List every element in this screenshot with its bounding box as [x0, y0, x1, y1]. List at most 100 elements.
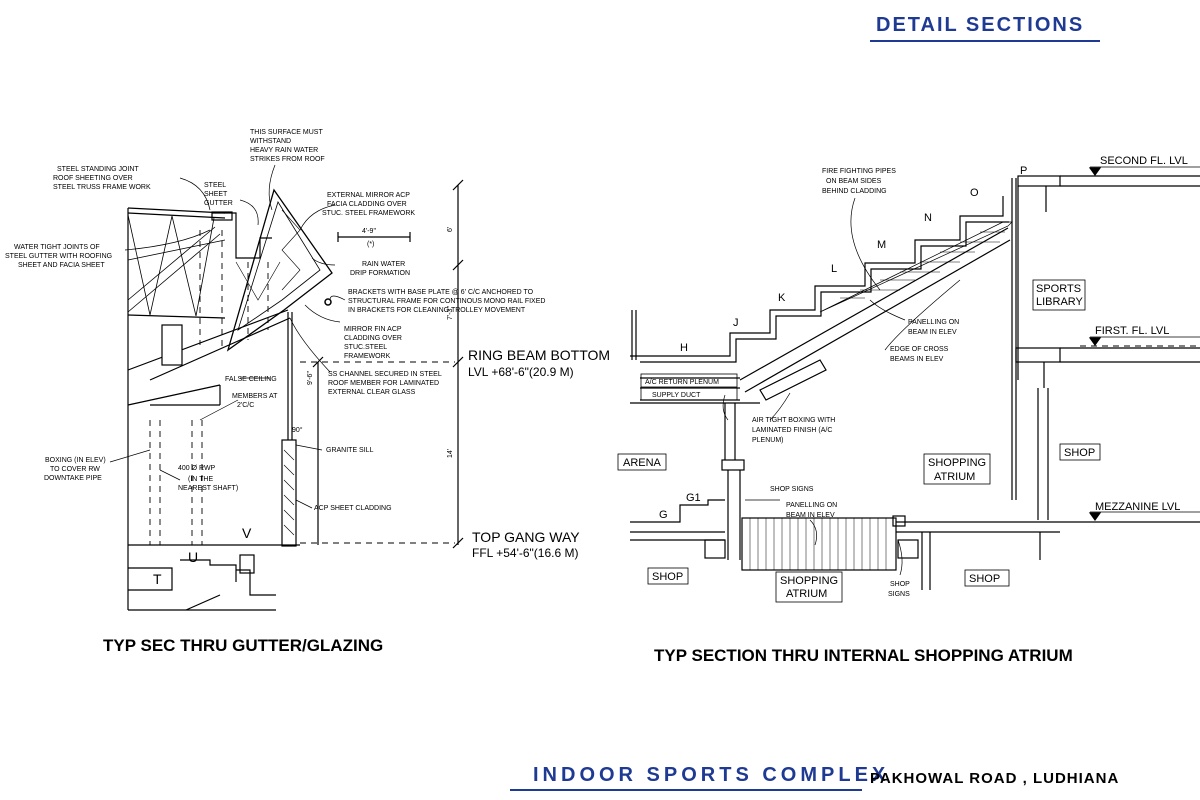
note-panelling: PANELLING ON [908, 319, 959, 326]
note-shop-signs-2: SHOP [890, 581, 910, 588]
svg-text:FRAMEWORK: FRAMEWORK [344, 353, 391, 360]
room-shopping-atrium: SHOPPING [928, 457, 986, 469]
row-label-n: N [924, 212, 932, 224]
svg-text:(*): (*) [367, 241, 374, 248]
note-joint: WATER TIGHT JOINTS OF [14, 244, 100, 251]
level-top-gangway: TOP GANG WAY [472, 529, 580, 545]
left-section-notes: THIS SURFACE MUST WITHSTAND HEAVY RAIN W… [5, 129, 610, 587]
right-section-caption: TYP SECTION THRU INTERNAL SHOPPING ATRIU… [654, 646, 1073, 665]
note-drip: RAIN WATER [362, 261, 405, 268]
svg-text:GUTTER: GUTTER [204, 200, 233, 207]
note-granite: GRANITE SILL [326, 447, 374, 454]
left-section-drawing [109, 164, 464, 611]
left-section-caption: TYP SEC THRU GUTTER/GLAZING [103, 636, 384, 655]
row-label-g: G [659, 509, 668, 521]
note-rwp: 400 Ø RWP [178, 465, 216, 472]
dim-9-6: 9'-6" [307, 371, 314, 385]
room-arena: ARENA [623, 457, 662, 469]
svg-text:STRUCTURAL FRAME FOR CONTINOUS: STRUCTURAL FRAME FOR CONTINOUS MONO RAIL… [348, 298, 545, 305]
note-acp: EXTERNAL MIRROR ACP [327, 192, 410, 199]
svg-text:ROOF SHEETING OVER: ROOF SHEETING OVER [53, 175, 133, 182]
note-acp-sheet: ACP SHEET CLADDING [314, 505, 392, 512]
dim-width: 4'-9" [362, 228, 376, 235]
svg-text:STEEL TRUSS FRAME WORK: STEEL TRUSS FRAME WORK [53, 184, 151, 191]
note-ac-return: A/C RETURN PLENUM [645, 379, 719, 386]
svg-text:EXTERNAL CLEAR GLASS: EXTERNAL CLEAR GLASS [328, 389, 416, 396]
note-fire: FIRE FIGHTING PIPES [822, 168, 896, 175]
svg-text:STRIKES FROM ROOF: STRIKES FROM ROOF [250, 156, 325, 163]
level-first-floor: FIRST. FL. LVL [1095, 325, 1169, 337]
svg-text:BEHIND CLADDING: BEHIND CLADDING [822, 188, 887, 195]
svg-text:(IN THE: (IN THE [188, 476, 213, 483]
dim-6: 6' [447, 227, 454, 232]
row-label-l: L [831, 263, 837, 275]
note-ss: SS CHANNEL SECURED IN STEEL [328, 371, 442, 378]
project-location: PAKHOWAL ROAD , LUDHIANA [870, 770, 1120, 787]
level-second-floor: SECOND FL. LVL [1100, 155, 1188, 167]
svg-text:ATRIUM: ATRIUM [934, 471, 975, 483]
note-surface: THIS SURFACE MUST [250, 129, 323, 136]
right-section-drawing [617, 166, 1200, 603]
room-shop-right: SHOP [1064, 447, 1095, 459]
svg-text:WITHSTAND: WITHSTAND [250, 138, 291, 145]
svg-text:SHEET: SHEET [204, 191, 228, 198]
room-shopping-lower: SHOPPING [780, 575, 838, 587]
svg-text:BEAM IN ELEV: BEAM IN ELEV [908, 329, 957, 336]
dim-7-3: 7'-3" [447, 306, 454, 320]
note-roof: STEEL STANDING JOINT [57, 166, 139, 173]
project-name: INDOOR SPORTS COMPLEX [533, 764, 890, 786]
svg-text:DRIP FORMATION: DRIP FORMATION [350, 270, 410, 277]
note-shop-signs: SHOP SIGNS [770, 486, 814, 493]
note-panelling-2: PANELLING ON [786, 502, 837, 509]
row-label-k: K [778, 292, 786, 304]
svg-text:HEAVY RAIN WATER: HEAVY RAIN WATER [250, 147, 318, 154]
row-label-u: U [188, 549, 198, 565]
svg-text:CLADDING OVER: CLADDING OVER [344, 335, 402, 342]
note-gutter: STEEL [204, 182, 226, 189]
row-label-o: O [970, 187, 979, 199]
right-section-notes: FIRE FIGHTING PIPES ON BEAM SIDES BEHIND… [623, 155, 1188, 600]
note-boxing: BOXING (IN ELEV) [45, 457, 106, 464]
svg-text:NEAREST SHAFT): NEAREST SHAFT) [178, 485, 238, 492]
project-underline [510, 789, 862, 791]
svg-text:LIBRARY: LIBRARY [1036, 296, 1084, 308]
dim-14: 14' [447, 449, 454, 458]
sheet-title-underline [870, 40, 1100, 42]
note-air-tight: AIR TIGHT BOXING WITH [752, 417, 835, 424]
level-ring-beam: RING BEAM BOTTOM [468, 347, 610, 363]
note-supply: SUPPLY DUCT [652, 392, 701, 399]
svg-text:BEAMS IN ELEV: BEAMS IN ELEV [890, 356, 944, 363]
note-members: MEMBERS AT [232, 393, 278, 400]
svg-text:ROOF MEMBER FOR LAMINATED: ROOF MEMBER FOR LAMINATED [328, 380, 439, 387]
svg-text:2'C/C: 2'C/C [237, 402, 254, 409]
svg-text:ATRIUM: ATRIUM [786, 588, 827, 600]
level-mezzanine: MEZZANINE LVL [1095, 501, 1180, 513]
svg-text:STUC. STEEL FRAMEWORK: STUC. STEEL FRAMEWORK [322, 210, 415, 217]
row-label-j: J [733, 317, 739, 329]
note-false-ceiling: FALSE CEILING [225, 376, 277, 383]
svg-text:LVL +68'-6"(20.9 M): LVL +68'-6"(20.9 M) [468, 365, 574, 379]
room-shop-lower-left: SHOP [652, 571, 683, 583]
svg-text:BEAM IN ELEV: BEAM IN ELEV [786, 512, 835, 519]
room-sports-library: SPORTS [1036, 283, 1081, 295]
svg-text:SHEET AND FACIA SHEET: SHEET AND FACIA SHEET [18, 262, 105, 269]
svg-text:SIGNS: SIGNS [888, 591, 910, 598]
note-bracket: BRACKETS WITH BASE PLATE @ 6' C/C ANCHOR… [348, 289, 534, 296]
svg-text:PLENUM): PLENUM) [752, 437, 784, 444]
row-label-g1: G1 [686, 492, 701, 504]
row-label-m: M [877, 239, 886, 251]
dim-angle: 90° [292, 426, 303, 434]
svg-text:STUC.STEEL: STUC.STEEL [344, 344, 387, 351]
svg-text:STEEL GUTTER WITH ROOFING: STEEL GUTTER WITH ROOFING [5, 253, 112, 260]
row-label-v: V [242, 525, 252, 541]
note-fin: MIRROR FIN ACP [344, 326, 402, 333]
row-label-p: P [1020, 165, 1027, 177]
svg-text:LAMINATED FINISH (A/C: LAMINATED FINISH (A/C [752, 427, 832, 434]
svg-text:IN BRACKETS FOR CLEANING TROLL: IN BRACKETS FOR CLEANING TROLLEY MOVEMEN… [348, 307, 526, 314]
svg-text:FFL +54'-6"(16.6 M): FFL +54'-6"(16.6 M) [472, 546, 578, 560]
note-edge: EDGE OF CROSS [890, 346, 949, 353]
svg-text:TO COVER RW: TO COVER RW [50, 466, 100, 473]
svg-text:FACIA CLADDING OVER: FACIA CLADDING OVER [327, 201, 407, 208]
row-label-t: T [153, 571, 162, 587]
